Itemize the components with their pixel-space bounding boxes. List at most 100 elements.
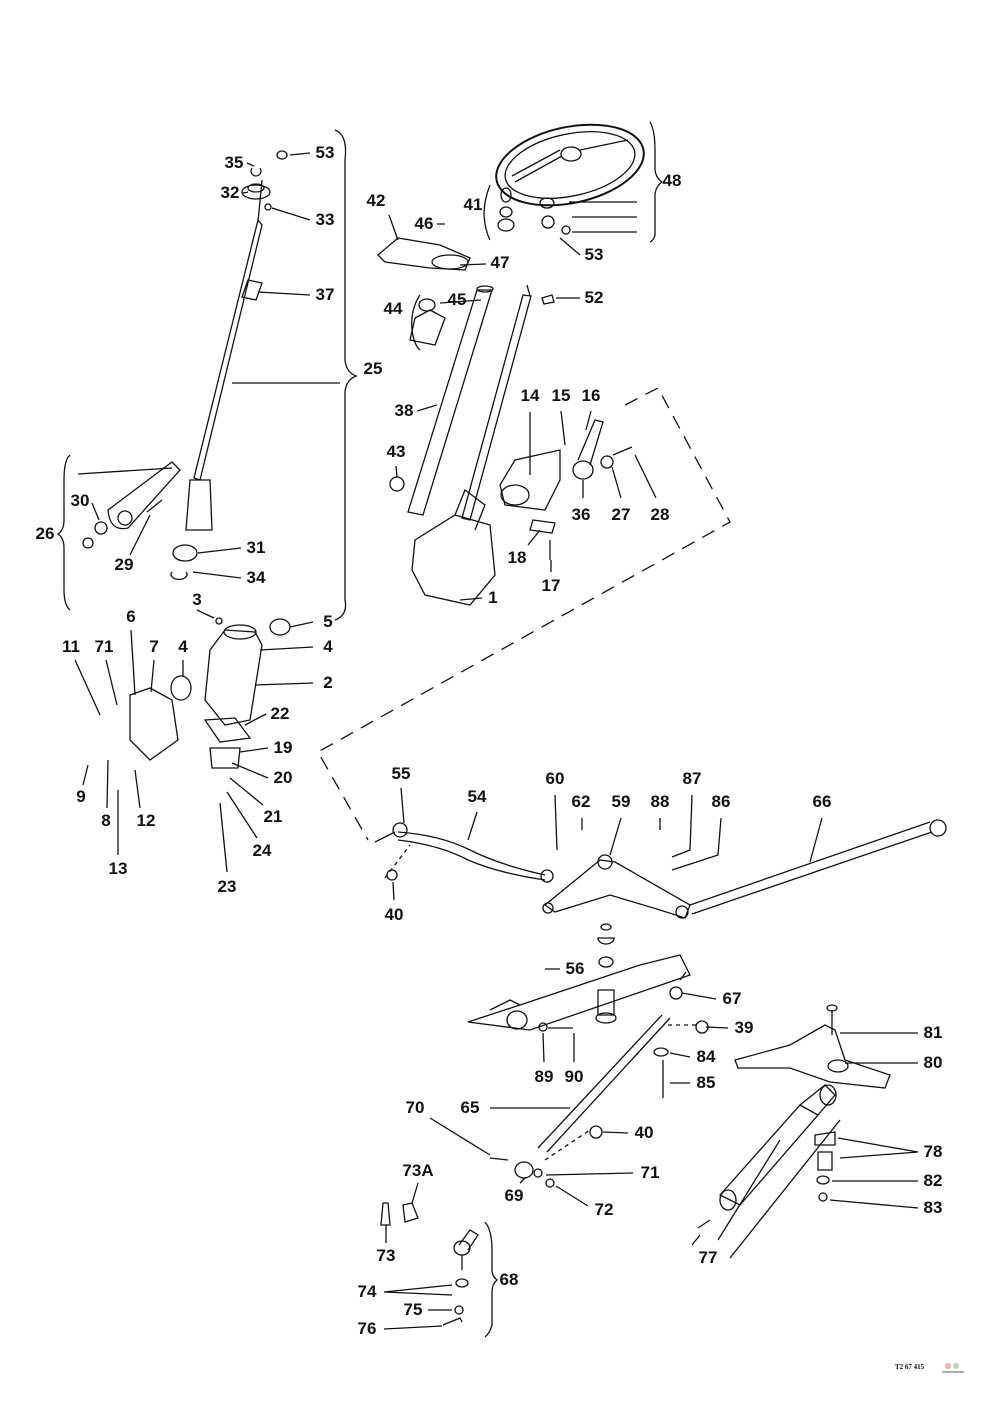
callout-label: 11 [62,637,80,656]
callout-label: 40 [634,1123,654,1142]
callout-label: 34 [246,568,266,587]
callout-label: 45 [447,290,467,309]
callout-label: 39 [734,1018,754,1037]
callout-label: 23 [217,877,237,896]
callout-label: 60 [545,769,565,788]
callout-label: 81 [923,1023,943,1042]
tie-rod-66 [689,821,933,915]
callout-label: 5 [323,612,333,631]
bell-crank-59 [543,859,691,919]
callout-label: 90 [564,1067,584,1086]
column-tube-38 [407,289,493,516]
column-shaft [461,284,532,521]
drop-arm-36 [577,419,604,466]
brace-68 [484,1221,499,1338]
callout-label: 38 [394,401,414,420]
callout-label: 67 [722,989,742,1008]
callout-label: 12 [136,811,156,830]
leader-lines [74,152,919,1330]
callout-label: 15 [551,386,571,405]
callout-label: 46 [414,214,434,233]
callout-label: 4 [323,637,333,656]
callout-label: 75 [403,1300,423,1319]
side-cover [129,687,179,761]
brace-25 [334,129,358,621]
callout-label: 59 [611,792,631,811]
watermark-logo-icon [942,1363,964,1373]
callout-label: 24 [252,841,272,860]
dashed-connector [317,387,731,841]
callout-label: 54 [467,787,487,806]
callout-label: 84 [696,1047,716,1066]
callout-label: 13 [108,859,128,878]
callout-label: 48 [662,171,682,190]
callout-label: 14 [520,386,540,405]
callout-label: 73 [376,1246,396,1265]
callout-label: 40 [384,905,404,924]
callout-label: 52 [584,288,604,307]
callout-label: 44 [383,299,403,318]
figure-code: T2 67 415 [895,1363,925,1371]
callout-label: 25 [363,359,383,378]
callout-label: 31 [246,538,266,557]
bracket-80 [734,1024,891,1089]
callout-label: 70 [405,1098,425,1117]
callout-label: 74 [357,1282,377,1301]
bracket-14 [499,449,561,511]
callout-label: 66 [812,792,832,811]
callout-label: 78 [923,1142,943,1161]
callout-label: 47 [490,253,510,272]
callout-label: 71 [640,1163,660,1182]
callout-label: 26 [35,524,55,543]
callout-label: 80 [923,1053,943,1072]
callout-label: 71 [94,637,114,656]
bracket-42 [377,237,471,271]
callout-label: 76 [357,1319,377,1338]
callout-label: 86 [711,792,731,811]
callout-label: 18 [507,548,527,567]
callout-label: 29 [114,555,134,574]
callout-label: 35 [224,153,244,172]
callout-label: 37 [315,285,335,304]
steering-shaft [193,218,263,481]
callout-label: 17 [541,576,561,595]
callout-label: 53 [315,143,335,162]
callout-label: 6 [126,607,136,626]
pitman-arm [107,461,181,530]
steering-gear-1 [411,514,496,606]
callout-label: 73A [402,1161,434,1180]
callout-label: 62 [571,792,591,811]
callout-label: 1 [488,588,498,607]
callout-label: 88 [650,792,670,811]
callout-label: 8 [101,811,111,830]
brace-48 [649,121,664,243]
callout-label: 28 [650,505,670,524]
gear-housing [204,629,263,726]
callout-label: 89 [534,1067,554,1086]
callout-label: 33 [315,210,335,229]
callout-label: 9 [76,787,86,806]
callout-label: 41 [463,195,483,214]
callout-label: 53 [584,245,604,264]
callout-label: 4 [178,637,188,656]
callout-label: 43 [386,442,406,461]
callout-label: 42 [366,191,386,210]
callout-label: 16 [581,386,601,405]
brace-26 [56,454,71,611]
callout-label: 19 [273,738,293,757]
callout-label: 55 [391,764,411,783]
tie-rod-65 [537,1014,671,1153]
wheel-hub [560,146,582,162]
callout-label: 27 [611,505,631,524]
drag-link-54 [397,831,546,876]
callout-label: 77 [698,1248,718,1267]
callout-label: 3 [192,590,202,609]
callout-label: 2 [323,673,333,692]
callout-label: 83 [923,1198,943,1217]
callout-label: 72 [594,1200,614,1219]
callout-label: 22 [270,704,290,723]
callout-label: 30 [70,491,90,510]
callout-label: 21 [263,807,283,826]
